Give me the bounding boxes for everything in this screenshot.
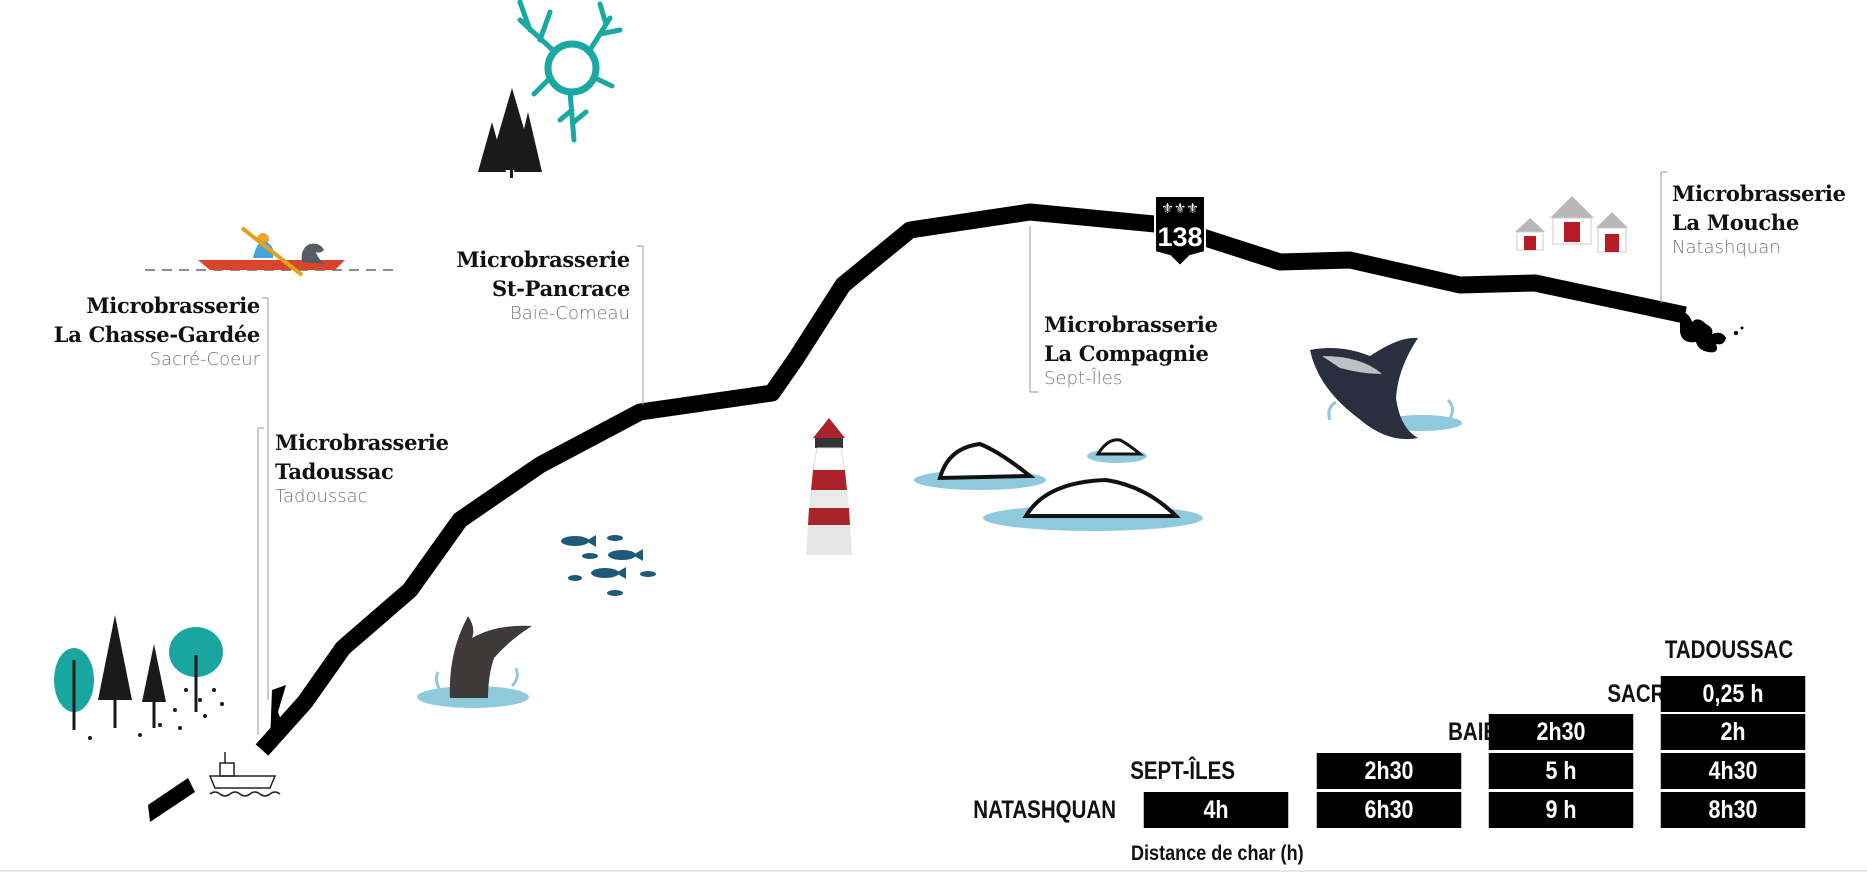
row-header: SEPT-ÎLES	[1130, 757, 1235, 785]
brewery-name: St-Pancrace	[492, 276, 630, 301]
brewery-name: La Compagnie	[1044, 341, 1209, 366]
table-cell: 2h	[1660, 714, 1806, 750]
antler-wreath-icon	[517, 0, 623, 143]
brewery-name: Microbrasserie	[1672, 181, 1846, 206]
brewery-name: La Chasse-Gardée	[53, 322, 261, 347]
brewery-name: La Mouche	[1672, 210, 1799, 235]
fishing-huts-icon	[1515, 196, 1628, 253]
fish-school-icon	[561, 535, 656, 596]
table-cell: 6h30	[1316, 792, 1462, 828]
shield-fleurs: ⚜⚜⚜	[1161, 201, 1199, 217]
column-header: TADOUSSAC	[1664, 636, 1794, 664]
table-cell: 5 h	[1488, 753, 1634, 789]
pine-trees-icon	[478, 88, 542, 178]
icebergs-icon	[914, 438, 1203, 531]
table-cell: 2h30	[1488, 714, 1634, 750]
brewery-name: Microbrasserie	[456, 247, 630, 272]
brewery-name: Tadoussac	[275, 459, 394, 484]
saguenay-fjord	[270, 685, 286, 742]
kayak-with-seal-icon	[145, 226, 393, 277]
brewery-label-la-mouche: Microbrasserie La Mouche Natashquan	[1672, 179, 1846, 259]
table-cell: 0,25 h	[1660, 676, 1806, 712]
brewery-label-tadoussac: Microbrasserie Tadoussac Tadoussac	[275, 428, 449, 508]
brewery-label-chasse-gardee: Microbrasserie La Chasse-Gardée Sacré-Co…	[20, 291, 261, 371]
south-shore	[148, 778, 195, 822]
row-header: NATASHQUAN	[973, 796, 1116, 824]
brewery-city: Sept-Îles	[1044, 368, 1123, 389]
forest-icon	[54, 615, 224, 740]
table-cell: 4h	[1143, 792, 1289, 828]
table-caption: Distance de char (h)	[1131, 842, 1304, 865]
table-cell: 4h30	[1660, 753, 1806, 789]
table-cell: 9 h	[1488, 792, 1634, 828]
breaching-whale-icon	[1310, 337, 1462, 440]
shield-number: 138	[1157, 222, 1202, 252]
brewery-name: Microbrasserie	[1044, 312, 1218, 337]
route-138-shield-icon: ⚜⚜⚜ 138	[1154, 195, 1206, 268]
brewery-city: Sacré-Coeur	[149, 349, 260, 370]
brewery-name: Microbrasserie	[86, 293, 260, 318]
divider	[0, 870, 1867, 872]
coastline-road-end	[1680, 310, 1726, 353]
brewery-name: Microbrasserie	[275, 430, 449, 455]
table-cell: 2h30	[1316, 753, 1462, 789]
cargo-ship-icon	[208, 752, 281, 797]
brewery-label-st-pancrace: Microbrasserie St-Pancrace Baie-Comeau	[380, 245, 630, 325]
brewery-city: Tadoussac	[275, 486, 368, 507]
whale-tail-icon	[417, 616, 532, 708]
table-cell: 8h30	[1660, 792, 1806, 828]
brewery-city: Natashquan	[1672, 237, 1781, 258]
brewery-label-la-compagnie: Microbrasserie La Compagnie Sept-Îles	[1044, 310, 1218, 390]
coastline-road	[255, 203, 1687, 756]
lighthouse-icon	[806, 418, 852, 555]
brewery-city: Baie-Comeau	[509, 303, 630, 324]
